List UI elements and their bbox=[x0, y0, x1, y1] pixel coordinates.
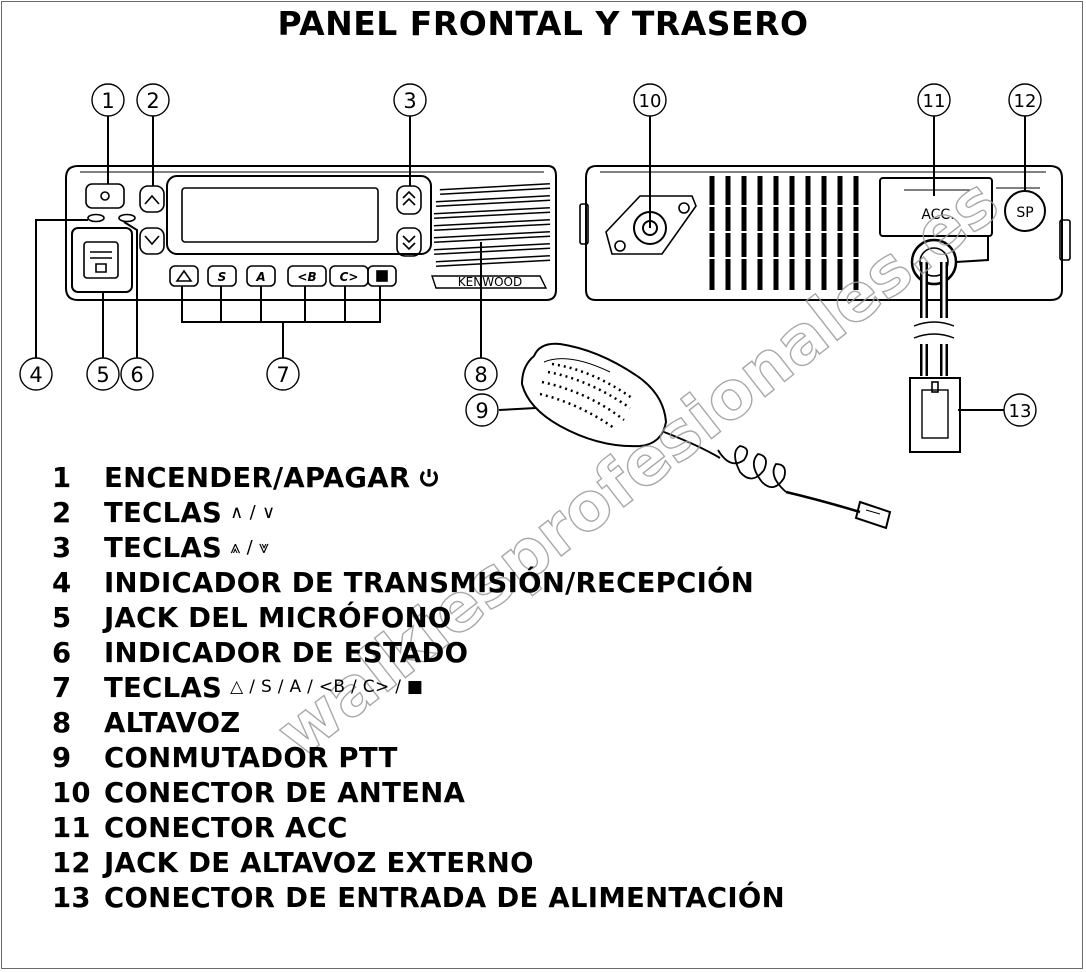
legend-number: 12 bbox=[52, 847, 91, 879]
legend-text: INDICADOR DE ESTADO bbox=[104, 637, 469, 669]
legend-text: TECLAS bbox=[104, 497, 223, 529]
legend-number: 10 bbox=[52, 777, 91, 809]
legend-number: 9 bbox=[52, 742, 72, 774]
microphone bbox=[520, 342, 892, 530]
callout-13: 13 bbox=[1009, 401, 1032, 422]
key-symbols: △ / S / A / <B / C> / ■ bbox=[230, 677, 424, 697]
double-arrow-up-down-icon: ⩓ / ⩔ bbox=[230, 536, 270, 558]
legend-text: CONECTOR ACC bbox=[104, 812, 348, 844]
legend-text: INDICADOR DE TRANSMISIÓN/RECEPCIÓN bbox=[104, 567, 755, 599]
legend-number: 3 bbox=[52, 532, 72, 564]
callout-3: 3 bbox=[403, 89, 416, 113]
callout-1: 1 bbox=[101, 89, 114, 113]
legend-text: CONECTOR DE ENTRADA DE ALIMENTACIÓN bbox=[104, 882, 785, 914]
power-icon bbox=[420, 469, 439, 487]
callout-12: 12 bbox=[1014, 91, 1037, 112]
callout-4: 4 bbox=[29, 363, 42, 387]
legend-number: 6 bbox=[52, 637, 72, 669]
legend-number: 13 bbox=[52, 882, 91, 914]
callout-2: 2 bbox=[146, 89, 159, 113]
key-label-s: S bbox=[218, 270, 227, 284]
key-label-c: C> bbox=[340, 270, 359, 284]
acc-label: ACC. bbox=[921, 207, 954, 223]
callout-9: 9 bbox=[475, 399, 488, 423]
callout-7: 7 bbox=[276, 363, 289, 387]
callout-10: 10 bbox=[639, 91, 662, 112]
callout-6: 6 bbox=[130, 363, 143, 387]
down-button bbox=[139, 227, 165, 255]
key-label-b: <B bbox=[297, 270, 316, 284]
callout-8: 8 bbox=[474, 363, 487, 387]
page-title: PANEL FRONTAL Y TRASERO bbox=[277, 4, 809, 43]
legend-text: CONMUTADOR PTT bbox=[104, 742, 398, 774]
legend-number: 4 bbox=[52, 567, 72, 599]
legend-number: 5 bbox=[52, 602, 72, 634]
legend-number: 2 bbox=[52, 497, 72, 529]
callout-11: 11 bbox=[923, 91, 946, 112]
legend-text: ENCENDER/APAGAR bbox=[104, 462, 411, 494]
power-button bbox=[85, 183, 125, 209]
sp-label: SP bbox=[1016, 205, 1033, 221]
legend-text: JACK DE ALTAVOZ EXTERNO bbox=[104, 847, 534, 879]
legend-number: 11 bbox=[52, 812, 91, 844]
legend-text: TECLAS bbox=[104, 532, 223, 564]
legend-text: TECLAS bbox=[104, 672, 223, 704]
legend-number: 8 bbox=[52, 707, 72, 739]
brand-label: KENWOOD bbox=[458, 275, 522, 289]
callout-circles bbox=[19, 83, 1042, 427]
legend-text: JACK DEL MICRÓFONO bbox=[104, 602, 452, 634]
key-label-a: A bbox=[255, 270, 265, 284]
legend-number: 1 bbox=[52, 462, 72, 494]
up-button bbox=[139, 185, 165, 213]
rear-panel bbox=[579, 165, 1071, 453]
callout-5: 5 bbox=[96, 363, 109, 387]
arrow-up-down-icon: ∧ / ∨ bbox=[230, 501, 276, 523]
leader-lines bbox=[35, 116, 1026, 411]
legend-text: ALTAVOZ bbox=[104, 707, 241, 739]
legend-number: 7 bbox=[52, 672, 72, 704]
legend-text: CONECTOR DE ANTENA bbox=[104, 777, 466, 809]
